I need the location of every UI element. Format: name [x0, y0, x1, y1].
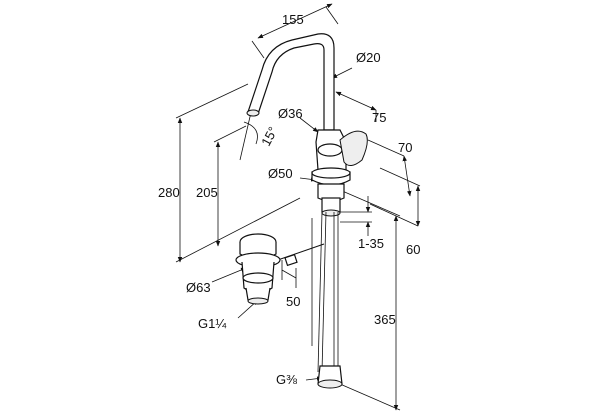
hose-left-a — [317, 211, 323, 373]
hose-left-b — [321, 211, 327, 373]
dimension-lines — [175, 3, 421, 411]
dim-75-line — [335, 91, 377, 111]
label-155: 155 — [282, 12, 304, 27]
dimension-labels: 155 Ø20 75 Ø36 15° 70 Ø50 280 205 1-35 6… — [158, 12, 420, 387]
label-dia-36: Ø36 — [278, 106, 303, 121]
label-1-35: 1-35 — [358, 236, 384, 251]
dim-280-ext-top — [175, 83, 249, 119]
label-g3-8: G⅜ — [276, 372, 297, 387]
label-dia-63: Ø63 — [186, 280, 211, 295]
label-205: 205 — [196, 185, 218, 200]
connector-bottom — [317, 379, 343, 389]
dim-155-ext-left — [251, 40, 265, 59]
label-dia-20: Ø20 — [356, 50, 381, 65]
dim-280-ext-bottom — [175, 197, 301, 263]
drain-outlet — [247, 297, 269, 305]
label-60: 60 — [406, 242, 420, 257]
drain-assembly — [235, 233, 325, 305]
dim-70-line — [367, 139, 405, 157]
spout-outlet — [246, 109, 260, 117]
base-top — [311, 167, 351, 179]
dim-50-line — [281, 269, 297, 279]
dim-70-vertical — [402, 155, 412, 197]
dim-155-line — [257, 3, 333, 39]
dim-36-leader — [299, 117, 319, 133]
dim-365-ext-bottom — [339, 383, 401, 411]
body-ring — [317, 143, 343, 157]
shank-end — [321, 209, 341, 217]
label-365: 365 — [374, 312, 396, 327]
dim-20-leader — [331, 67, 353, 79]
dim-155-ext-right — [325, 6, 339, 25]
dim-63-leader — [211, 267, 247, 283]
label-dia-50: Ø50 — [268, 166, 293, 181]
label-15-deg: 15° — [258, 124, 280, 148]
dim-15-ray — [239, 107, 253, 161]
label-50: 50 — [286, 294, 300, 309]
dim-60-ext-top — [379, 167, 421, 187]
dim-60-ext-bottom — [369, 203, 419, 227]
label-70: 70 — [398, 140, 412, 155]
linkage-rod — [271, 243, 325, 263]
label-280: 280 — [158, 185, 180, 200]
faucet — [246, 33, 368, 389]
dim-15-arc — [243, 121, 258, 145]
label-g1-1-4: G1¼ — [198, 316, 226, 331]
drain-nut — [242, 272, 274, 284]
lever-handle — [339, 130, 368, 166]
dim-365-ext-top — [339, 189, 401, 217]
dim-205-ext-top — [213, 125, 247, 143]
label-75: 75 — [372, 110, 386, 125]
linkage-clamp — [284, 253, 298, 267]
